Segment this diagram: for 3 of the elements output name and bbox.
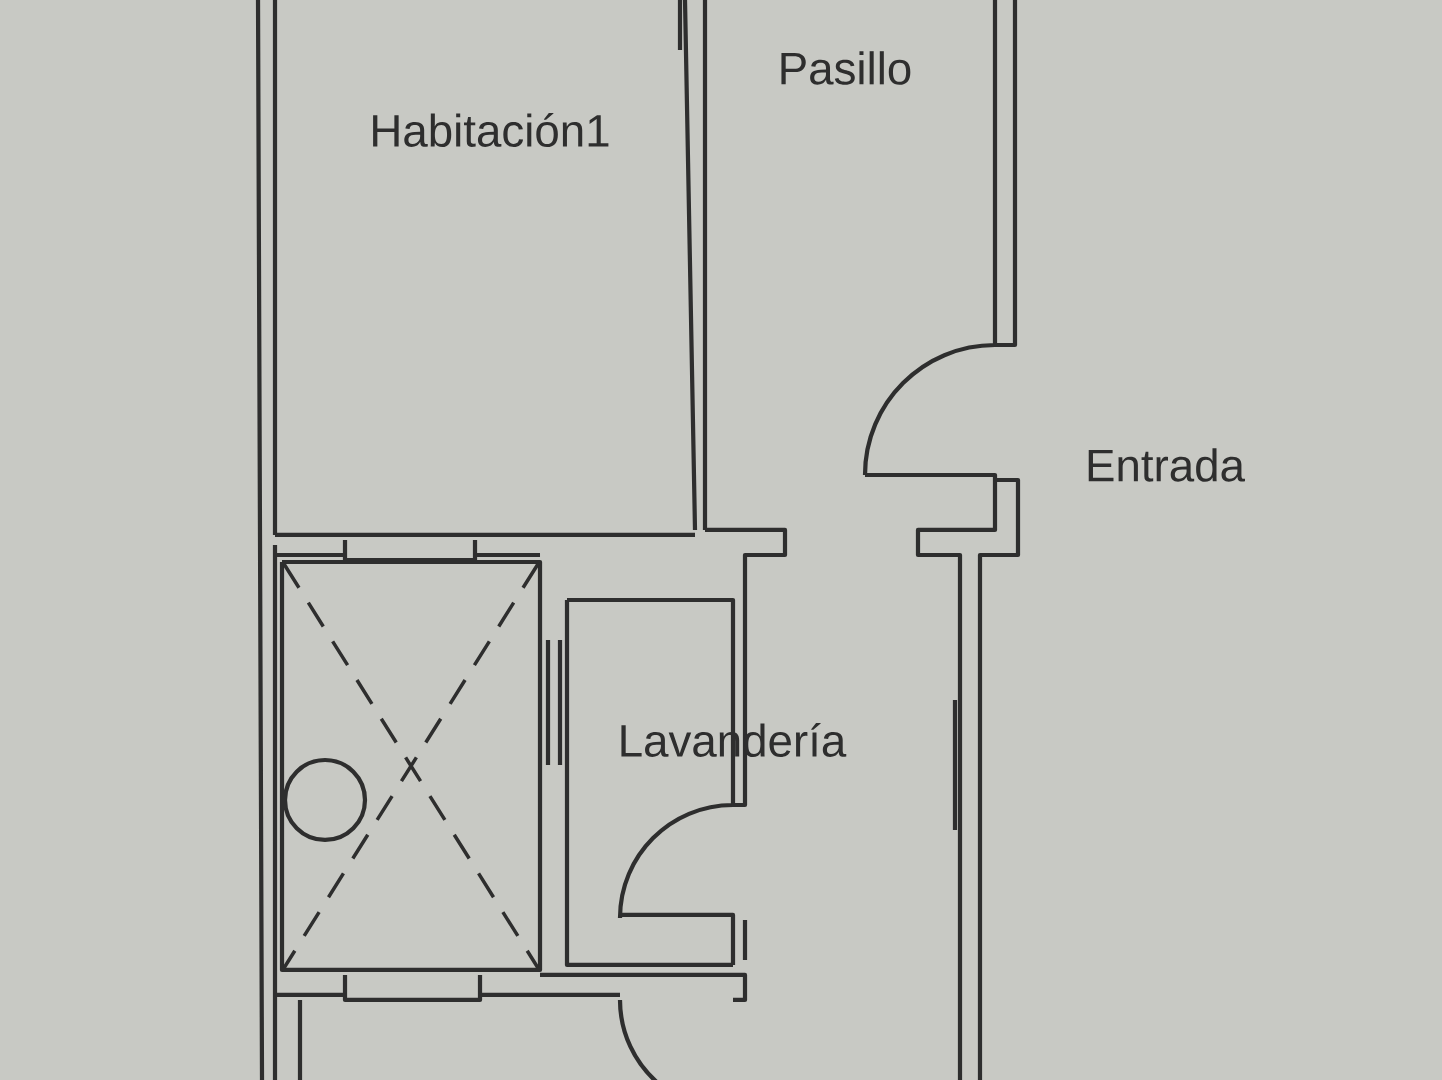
room-label: Pasillo — [781, 51, 911, 85]
room-label: Entrada — [1088, 448, 1245, 482]
room-label: Habitación1 — [373, 113, 609, 148]
